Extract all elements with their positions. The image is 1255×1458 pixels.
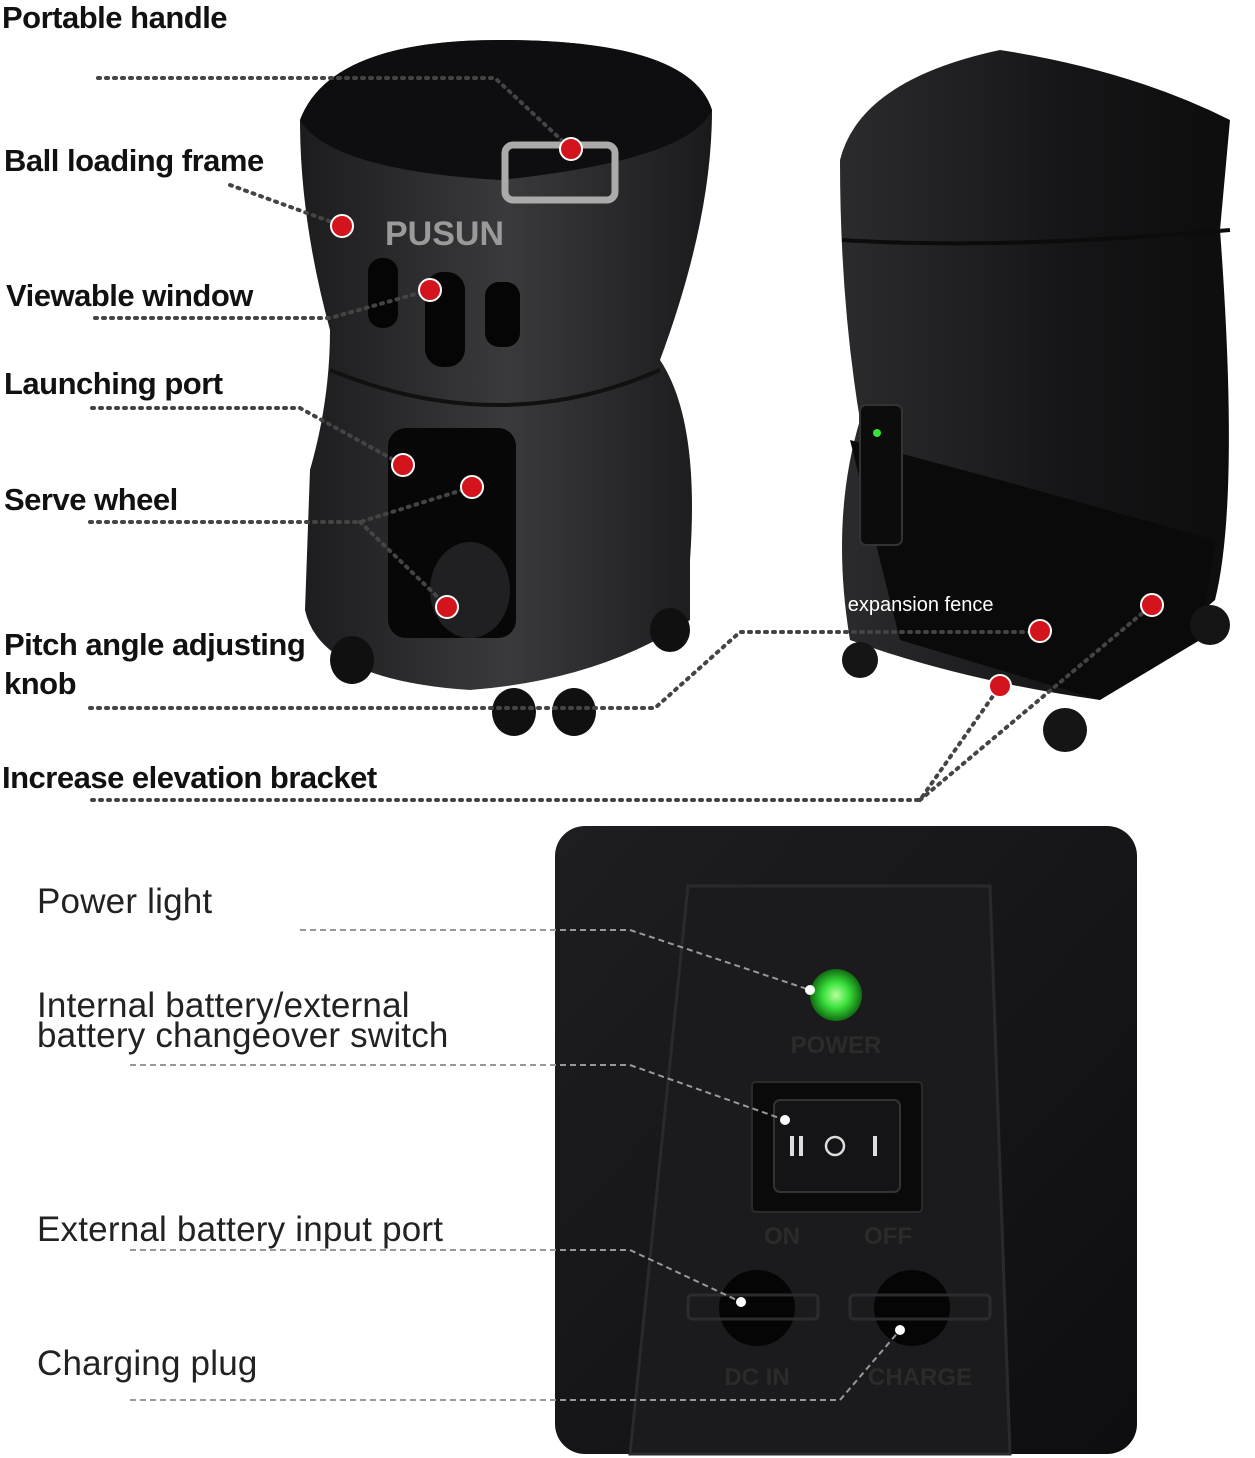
power-marking: POWER [791,1032,882,1059]
label-launching-port: Launching port [4,366,223,401]
charge-port-icon [874,1270,950,1346]
changeover-switch-icon [773,1099,901,1193]
marker-portable-handle [559,137,583,161]
leader-lines [88,76,1154,802]
marker-elevation-left [988,674,1012,698]
dcin-marking: DC IN [724,1364,789,1391]
control-panel-photo: POWER ON OFF DC IN CHARGE [555,826,1137,1456]
label-expansion-fence: an expansion fence [820,594,994,616]
panel-markers [736,985,905,1335]
brand-logo: PUSUN [385,215,504,253]
label-increase-elevation: Increase elevation bracket [2,760,377,795]
power-led-icon [810,969,862,1021]
label-charging-plug: Charging plug [37,1344,258,1383]
on-marking: ON [764,1223,800,1250]
marker-serve-wheel-top [460,475,484,499]
marker-launching-port [391,453,415,477]
label-ball-loading-frame: Ball loading frame [4,143,264,178]
label-pitch-angle-line2: knob [4,666,77,701]
dc-in-port-icon [719,1270,795,1346]
marker-serve-wheel-bottom [435,595,459,619]
charge-marking: CHARGE [868,1364,972,1391]
label-external-port: External battery input port [37,1210,444,1249]
marker-expansion-fence [1028,619,1052,643]
off-marking: OFF [864,1223,912,1250]
machine-bottom-view [840,50,1231,752]
label-pitch-angle-line1: Pitch angle adjusting [4,627,306,662]
label-switch-line2: battery changeover switch [37,1016,449,1055]
callout-markers [330,137,1164,698]
label-serve-wheel: Serve wheel [4,482,178,517]
label-portable-handle: Portable handle [2,0,228,35]
label-switch-line1: Internal battery/external [37,986,410,1025]
marker-elevation-right [1140,593,1164,617]
marker-viewable-window [418,278,442,302]
label-power-light: Power light [37,882,213,921]
label-viewable-window: Viewable window [6,278,253,313]
machine-front-view: PUSUN [300,40,712,736]
panel-leader-lines [130,929,901,1401]
marker-ball-loading-frame [330,214,354,238]
